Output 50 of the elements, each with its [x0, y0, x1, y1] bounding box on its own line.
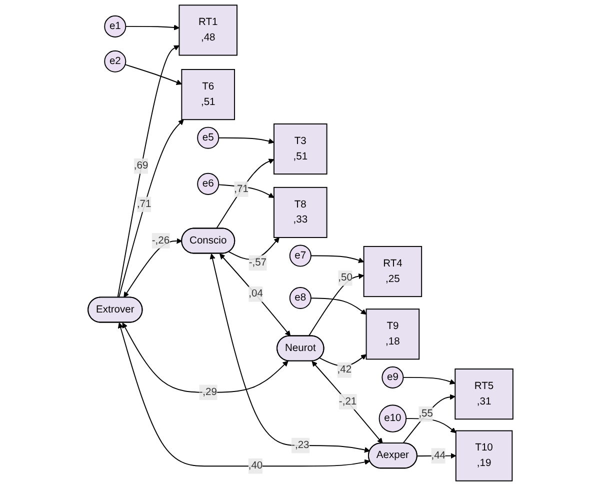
edge-label: ,40 [248, 460, 263, 472]
node-box: T10 ,19 [455, 430, 513, 482]
edge-label: -,23 [292, 440, 310, 451]
arrow [118, 322, 370, 467]
arrow [216, 158, 274, 230]
arrow [218, 184, 274, 198]
arrow [310, 255, 364, 263]
edge-label: ,71 [234, 183, 248, 194]
node-circle: e7 [289, 244, 312, 267]
arrow [402, 376, 456, 384]
node-circle: e6 [197, 172, 220, 195]
arrow [124, 64, 182, 85]
edge-label: -,29 [199, 386, 217, 398]
node-box: T9 ,18 [366, 308, 420, 360]
node-circle: e8 [289, 286, 312, 310]
node-circle: e10 [378, 404, 407, 432]
node-box: T3 ,51 [274, 123, 328, 175]
node-box: RT5 ,31 [454, 368, 514, 420]
node-box: RT1 ,48 [178, 4, 238, 56]
arrow [218, 137, 274, 144]
edge-label: ,55 [418, 408, 433, 420]
arrow [210, 254, 370, 453]
arrow [406, 418, 456, 434]
arrow [124, 238, 182, 298]
arrow [118, 119, 184, 298]
node-circle: e1 [104, 15, 126, 38]
arrow [125, 24, 180, 30]
arrow [402, 394, 456, 444]
edge-label: ,50 [338, 272, 352, 284]
edge-label: -,57 [248, 257, 267, 268]
edge-label: ,69 [134, 160, 148, 172]
edge-label: -,21 [338, 396, 357, 407]
node-circle: e2 [104, 50, 126, 72]
edge-label: -,26 [152, 234, 170, 246]
edge-label: ,04 [248, 288, 263, 300]
arrow [312, 361, 383, 444]
arrow [122, 322, 288, 393]
node-circle: e5 [197, 126, 220, 149]
arrow [117, 45, 180, 298]
node-box: RT4 ,25 [363, 246, 422, 298]
node-box: T6 ,51 [181, 69, 236, 120]
arrow [228, 237, 280, 260]
node-circle: e9 [382, 366, 404, 388]
edge-label: ,71 [136, 198, 152, 210]
arrow [308, 273, 364, 337]
edge-label: ,44 [431, 450, 446, 461]
arrow [310, 298, 367, 315]
node-box: T8 ,33 [274, 186, 328, 238]
edge-label: ,42 [337, 364, 352, 376]
arrow [220, 254, 291, 336]
